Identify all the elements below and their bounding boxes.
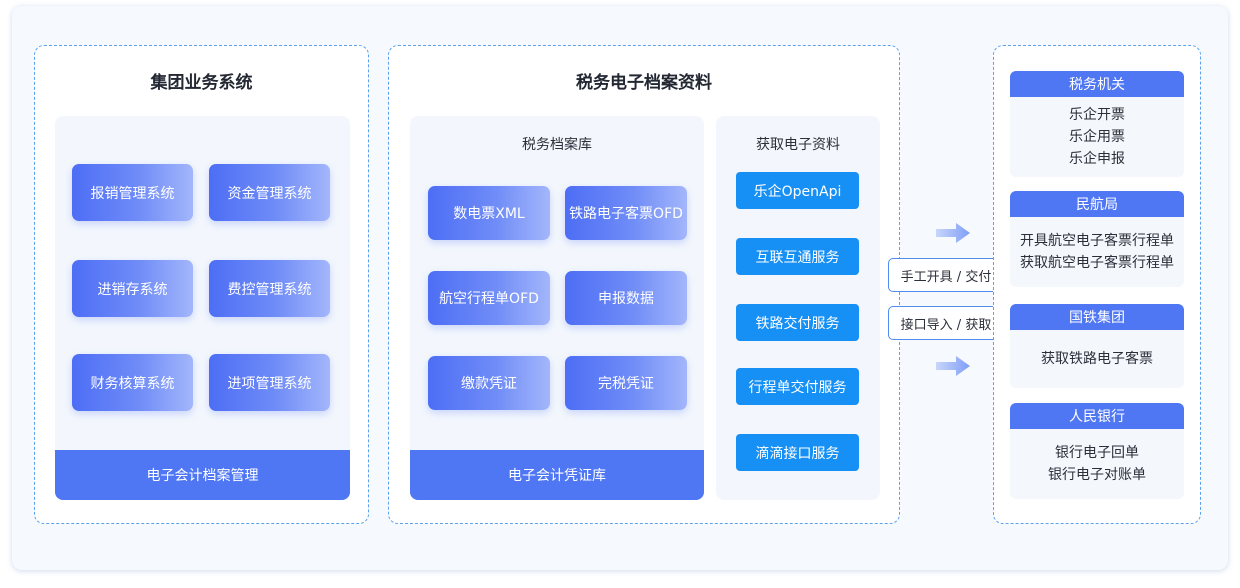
module-cost-control[interactable]: 费控管理系统 (209, 260, 330, 317)
repo-item-tax-cert[interactable]: 完税凭证 (565, 356, 687, 410)
agency-peoples-bank: 人民银行 银行电子回单 银行电子对账单 (1010, 403, 1184, 499)
agency-line: 开具航空电子客票行程单 (1020, 233, 1174, 249)
repo-item-declaration[interactable]: 申报数据 (565, 271, 687, 325)
repo-item-xml[interactable]: 数电票XML (428, 186, 550, 240)
agency-line: 获取铁路电子客票 (1041, 351, 1153, 367)
agency-line: 乐企用票 (1069, 129, 1125, 145)
group-system-panel: 集团业务系统 报销管理系统 资金管理系统 进销存系统 费控管理系统 财务核算系统… (34, 45, 369, 524)
acquire-box: 获取电子资料 乐企OpenApi 互联互通服务 铁路交付服务 行程单交付服务 滴… (716, 116, 880, 500)
agency-civil-aviation-name: 民航局 (1010, 191, 1184, 217)
service-railway[interactable]: 铁路交付服务 (736, 304, 859, 341)
repo-item-railway-ofd[interactable]: 铁路电子客票OFD (565, 186, 687, 240)
module-input-tax[interactable]: 进项管理系统 (209, 354, 330, 411)
agency-tax-bureau: 税务机关 乐企开票 乐企用票 乐企申报 (1010, 71, 1184, 177)
archive-management-bar: 电子会计档案管理 (55, 450, 350, 500)
service-didi[interactable]: 滴滴接口服务 (736, 434, 859, 471)
manual-issue-deliver-label: 手工开具 / 交付 (888, 258, 1004, 292)
tax-archive-panel: 税务电子档案资料 税务档案库 数电票XML 铁路电子客票OFD 航空行程单OFD… (388, 45, 900, 524)
agency-china-railway-name: 国铁集团 (1010, 304, 1184, 330)
interface-import-fetch-label: 接口导入 / 获取 (888, 306, 1004, 340)
agency-line: 银行电子对账单 (1048, 467, 1146, 483)
agency-china-railway: 国铁集团 获取铁路电子客票 (1010, 304, 1184, 388)
tax-repository-box: 税务档案库 数电票XML 铁路电子客票OFD 航空行程单OFD 申报数据 缴款凭… (410, 116, 704, 500)
module-expense[interactable]: 报销管理系统 (72, 164, 193, 221)
tax-archive-title: 税务电子档案资料 (576, 73, 712, 93)
agency-line: 乐企开票 (1069, 107, 1125, 123)
agency-line: 银行电子回单 (1055, 445, 1139, 461)
module-inventory[interactable]: 进销存系统 (72, 260, 193, 317)
arrow-right-icon (936, 356, 970, 376)
tax-repository-title: 税务档案库 (522, 137, 592, 153)
voucher-library-bar: 电子会计凭证库 (410, 450, 704, 500)
repo-item-payment[interactable]: 缴款凭证 (428, 356, 550, 410)
group-system-box: 报销管理系统 资金管理系统 进销存系统 费控管理系统 财务核算系统 进项管理系统… (55, 116, 350, 500)
service-interconnect[interactable]: 互联互通服务 (736, 238, 859, 275)
module-accounting[interactable]: 财务核算系统 (72, 354, 193, 411)
group-system-title: 集团业务系统 (150, 73, 253, 93)
module-funds[interactable]: 资金管理系统 (209, 164, 330, 221)
agency-line: 乐企申报 (1069, 151, 1125, 167)
agency-tax-bureau-name: 税务机关 (1010, 71, 1184, 97)
agency-peoples-bank-name: 人民银行 (1010, 403, 1184, 429)
agency-civil-aviation: 民航局 开具航空电子客票行程单 获取航空电子客票行程单 (1010, 191, 1184, 287)
service-itinerary[interactable]: 行程单交付服务 (736, 368, 859, 405)
agency-line: 获取航空电子客票行程单 (1020, 255, 1174, 271)
repo-item-flight-ofd[interactable]: 航空行程单OFD (428, 271, 550, 325)
arrow-right-icon (936, 223, 970, 243)
service-openapi[interactable]: 乐企OpenApi (736, 172, 859, 209)
acquire-title: 获取电子资料 (756, 137, 840, 153)
